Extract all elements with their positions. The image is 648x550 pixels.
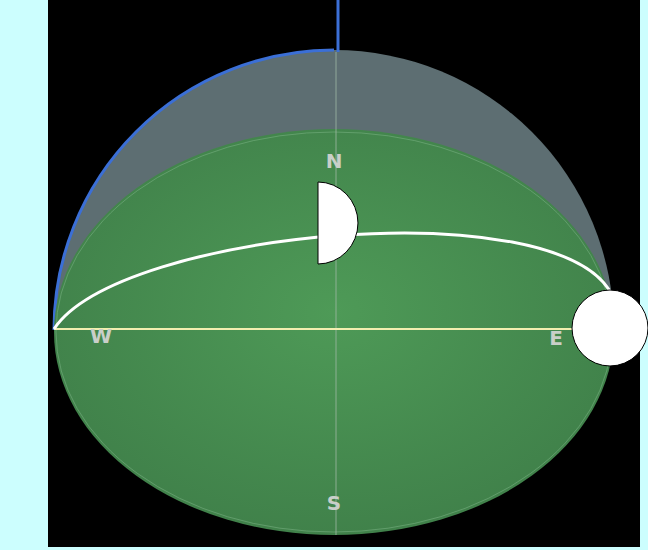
zenith-axis: [337, 0, 340, 52]
compass-label: N: [326, 151, 343, 171]
horizon-disc: [54, 129, 614, 535]
horizon-rim: [56, 132, 612, 532]
meridian-line: [336, 52, 337, 535]
compass-label: E: [549, 328, 563, 348]
full-moon: [572, 290, 648, 366]
compass-label: W: [90, 326, 112, 346]
upper-hemisphere: [54, 50, 614, 330]
compass-label: S: [327, 493, 341, 513]
east-west-line: [54, 328, 614, 330]
half-moon: [318, 182, 358, 264]
